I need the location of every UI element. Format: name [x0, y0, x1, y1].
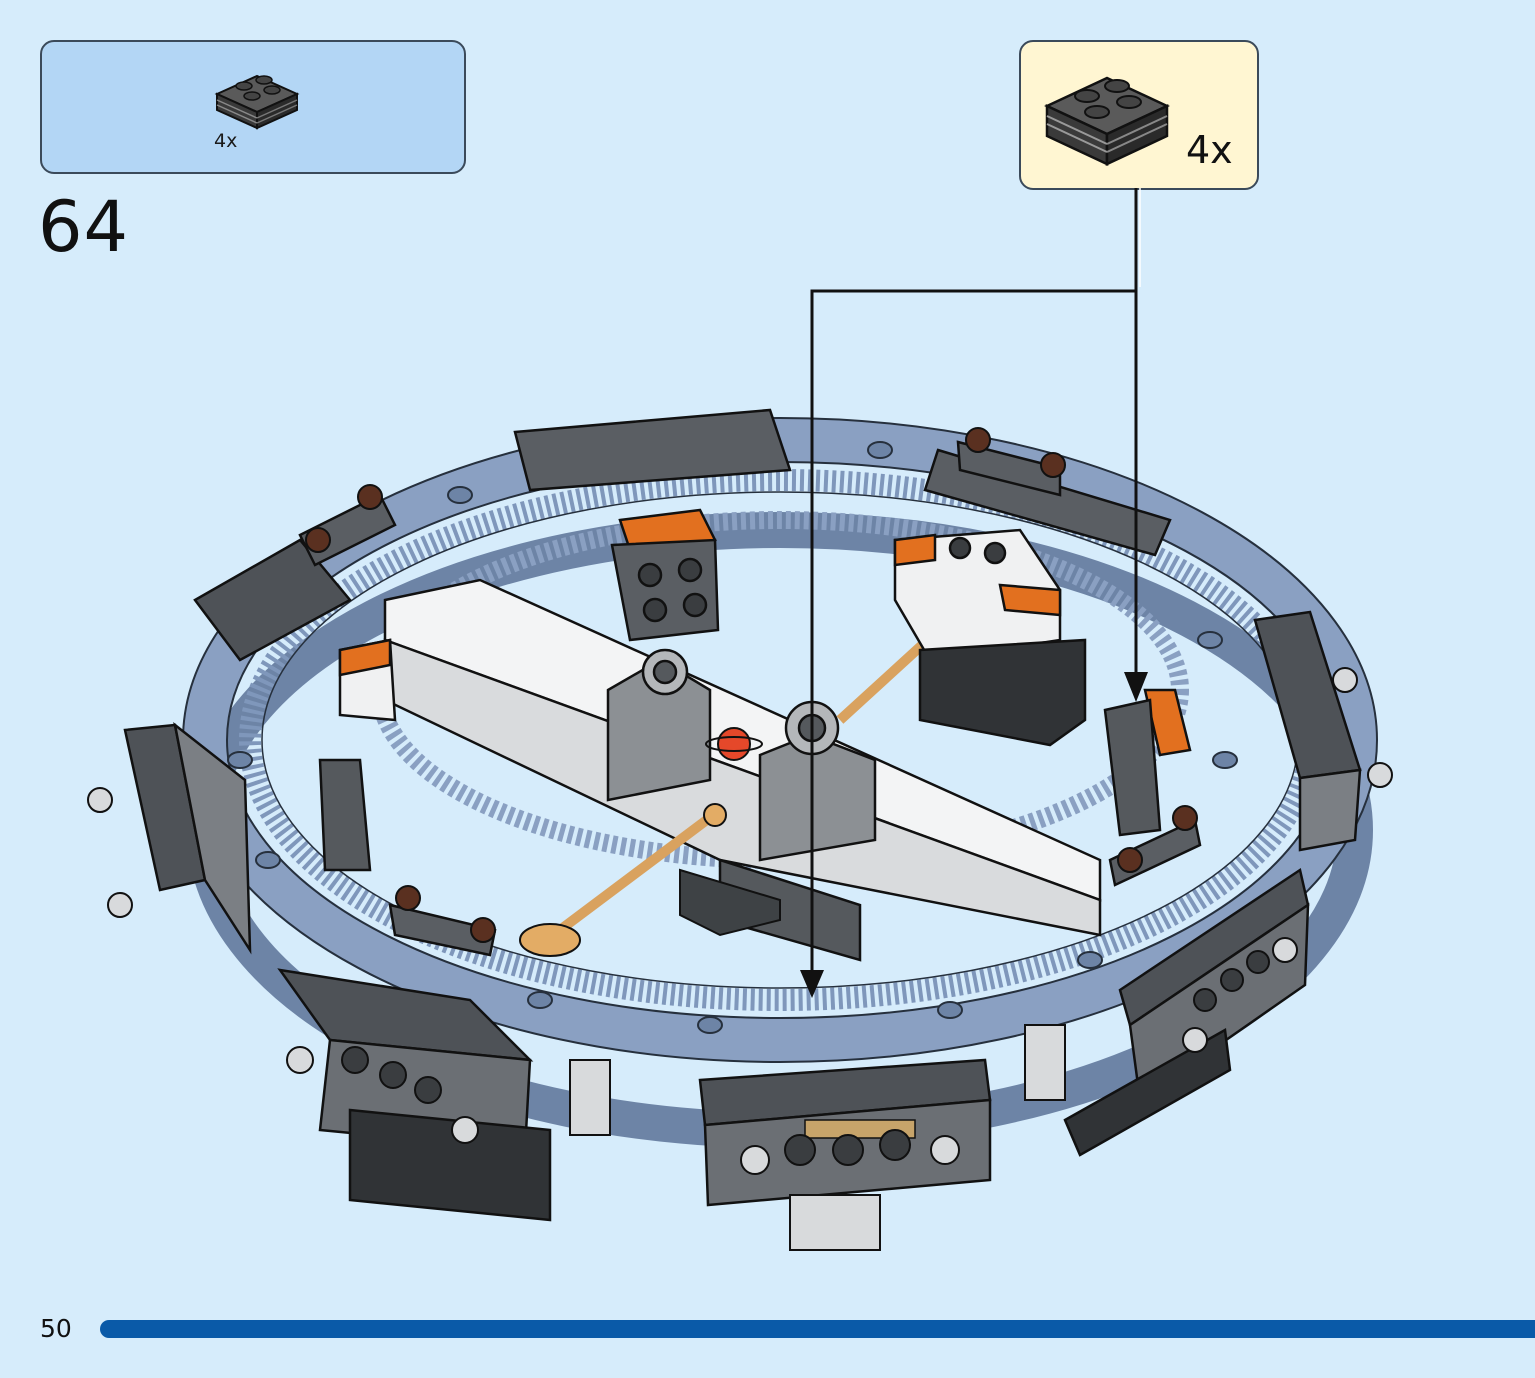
- page-number: 50: [40, 1314, 72, 1343]
- parts-quantity: 4x: [214, 130, 238, 152]
- callout-box: 4x: [1019, 40, 1259, 190]
- arrow-head-right: [1124, 672, 1148, 702]
- arrow-head-left: [800, 970, 824, 998]
- progress-bar: [100, 1320, 1535, 1338]
- plate-stack-icon: [1044, 76, 1170, 166]
- plate-stack-icon: [214, 74, 300, 130]
- parts-list-box: 4x: [40, 40, 466, 174]
- callout-quantity: 4x: [1186, 128, 1233, 172]
- step-number: 64: [38, 186, 130, 268]
